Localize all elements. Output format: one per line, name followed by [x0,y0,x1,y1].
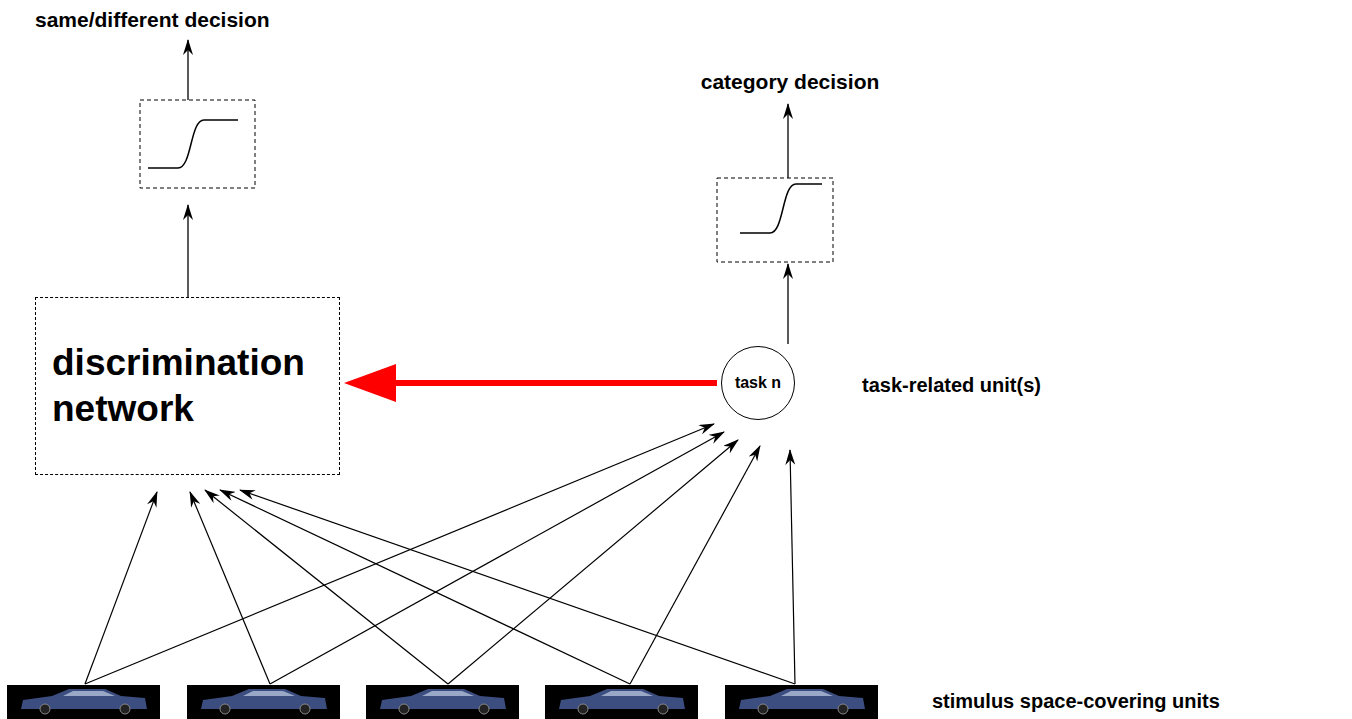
feed-line [85,492,157,684]
feed-line [448,440,738,684]
car-wheel [658,704,668,714]
car-frame [187,685,340,719]
feed-line [85,424,714,684]
car-window [243,691,295,696]
car-frame [725,685,878,719]
car-wheel [838,704,848,714]
car-wheel [300,704,310,714]
car-wheel [40,704,50,714]
car-window [601,691,653,696]
car-wheel [120,704,130,714]
feed-line [190,492,270,684]
feed-line [220,490,630,684]
sigmoid-curve [148,120,238,168]
car-image [725,685,878,719]
node-text: discrimination network [52,340,323,433]
arrow-shaft [396,380,717,386]
car-frame [545,685,698,719]
car-image [545,685,698,719]
car-wheel [479,704,489,714]
car-window [781,691,833,696]
car-window [422,691,474,696]
arrow-line [787,104,788,178]
output-label: category decision [701,70,880,94]
feed-line [790,450,795,684]
feed-line [205,490,448,684]
node-text: task n [735,373,781,393]
arrow-head [344,364,396,402]
arrow-line [787,264,788,344]
task-circle: task n [721,346,795,420]
car-frame [7,685,160,719]
feed-line [270,432,724,684]
side-label: task-related unit(s) [862,374,1041,397]
arrow-line [187,40,188,100]
car-wheel [399,704,409,714]
car-window [63,691,115,696]
sigmoid-box [140,100,255,188]
car-wheel [758,704,768,714]
car-image [366,685,519,719]
network-box: discrimination network [35,297,340,475]
car-image [187,685,340,719]
task-arrow [344,364,717,402]
car-wheel [578,704,588,714]
sigmoid-box [717,178,833,262]
car-frame [366,685,519,719]
side-label: stimulus space-covering units [932,690,1220,713]
car-wheel [220,704,230,714]
feed-line [630,446,760,684]
arrow-line [187,205,188,297]
feed-line [240,490,795,684]
car-image [7,685,160,719]
sigmoid-curve [740,184,822,233]
output-label: same/different decision [35,8,270,32]
